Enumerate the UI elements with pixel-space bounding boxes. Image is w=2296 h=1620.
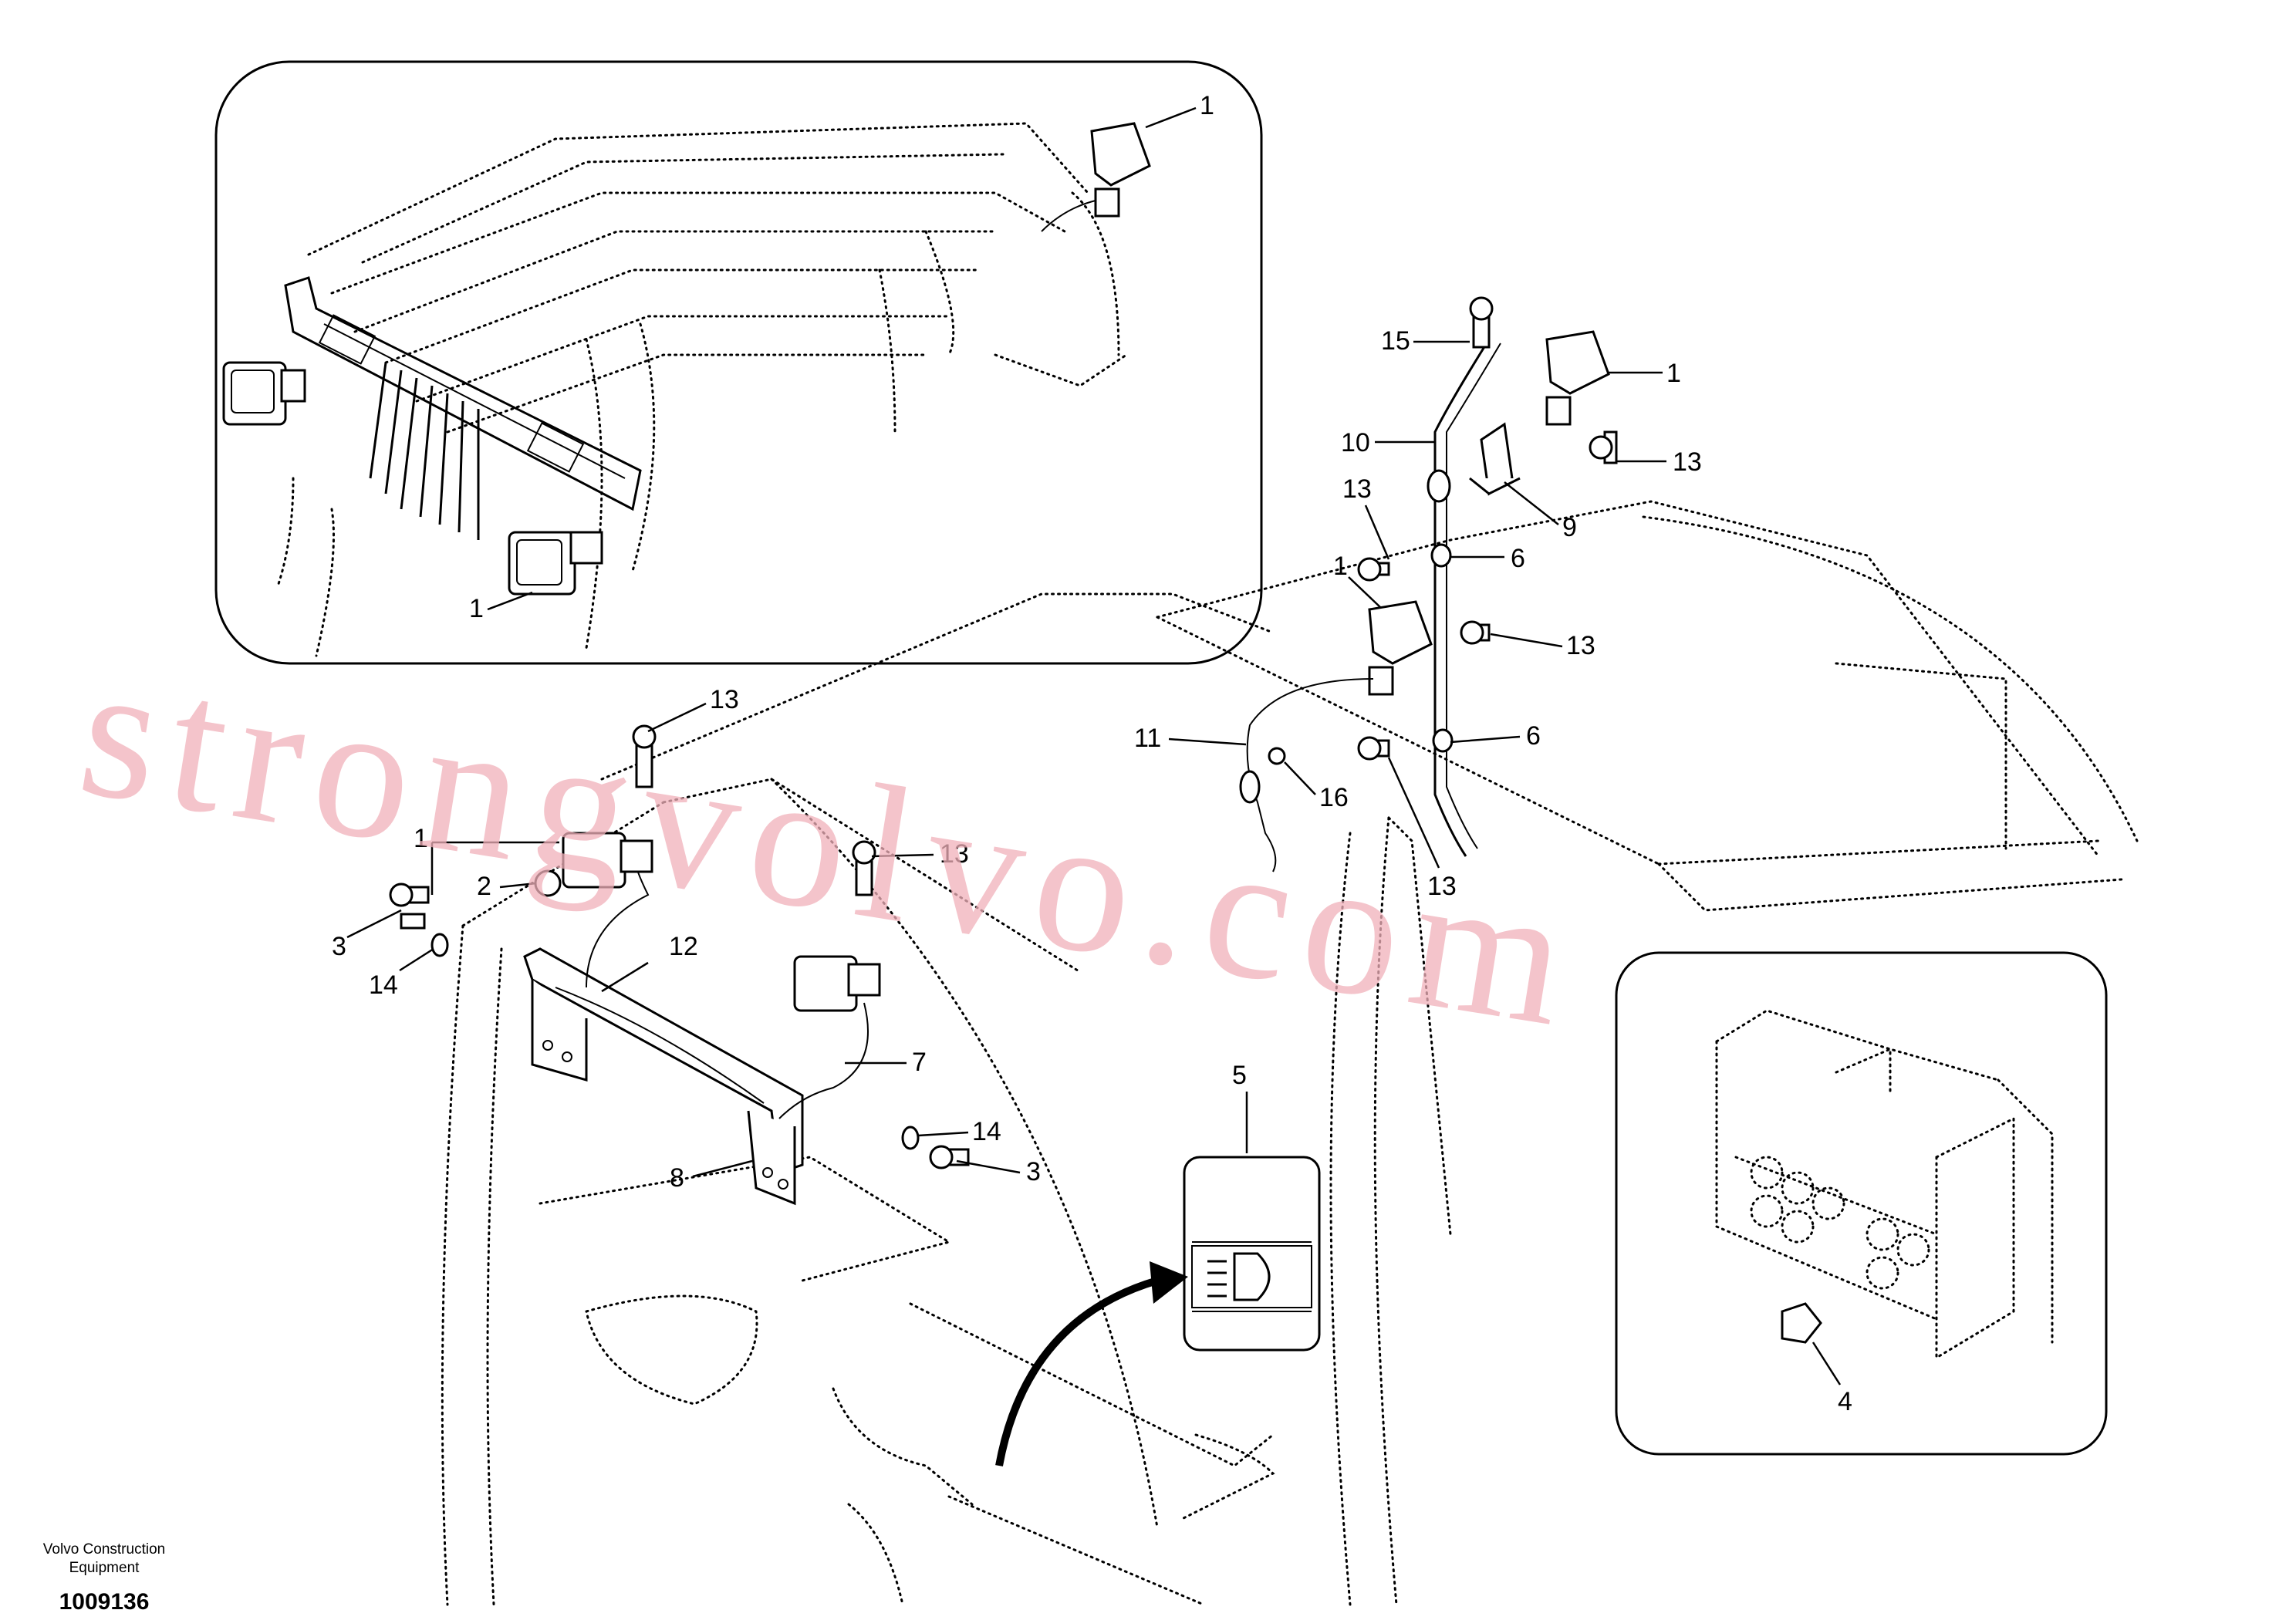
callout-14-right: 14 <box>972 1117 1001 1146</box>
callout-1-middle: 1 <box>1333 552 1348 581</box>
callout-4: 4 <box>1838 1387 1852 1416</box>
callout-5: 5 <box>1232 1061 1247 1090</box>
callout-15: 15 <box>1381 326 1410 356</box>
callout-1-inset-top: 1 <box>1200 91 1214 120</box>
footer: Volvo Construction Equipment 1009136 <box>43 1541 165 1615</box>
callout-1-bracket: 1 <box>414 824 428 853</box>
callout-1-top-right: 1 <box>1666 359 1681 388</box>
callout-10: 10 <box>1341 428 1370 457</box>
callout-3-right: 3 <box>1026 1157 1041 1186</box>
callout-12: 12 <box>669 932 698 961</box>
headlight-icon <box>1191 1245 1312 1308</box>
callout-13-center: 13 <box>940 839 969 869</box>
callout-9: 9 <box>1562 513 1577 542</box>
callout-13-top-right: 13 <box>1673 447 1702 477</box>
front-light-bracket <box>523 832 881 1206</box>
callout-6-upper: 6 <box>1511 544 1525 573</box>
inset-relay-box <box>1615 951 2108 1456</box>
callout-16: 16 <box>1319 783 1349 812</box>
callout-13-top-left: 13 <box>710 685 739 714</box>
drawing-number: 1009136 <box>59 1589 150 1615</box>
callout-14-left: 14 <box>369 970 398 1000</box>
callouts: 15 1 10 13 13 9 6 1 13 11 6 16 13 13 13 … <box>332 326 1852 1416</box>
callout-8: 8 <box>670 1163 684 1193</box>
callout-13-lower-right: 13 <box>1427 872 1457 901</box>
rear-light-harness <box>389 296 1618 1169</box>
callout-11: 11 <box>1134 724 1161 753</box>
inset-roof-lights: 1 1 <box>214 60 1263 665</box>
callout-7: 7 <box>912 1048 927 1077</box>
callout-13-right: 13 <box>1566 631 1595 660</box>
callout-2: 2 <box>477 872 491 901</box>
callout-13-mid-left: 13 <box>1342 474 1372 504</box>
callout-1-inset-bottom: 1 <box>469 594 484 623</box>
callout-3-left: 3 <box>332 932 346 961</box>
headlight-switch <box>995 1156 1321 1466</box>
callout-6-lower: 6 <box>1526 721 1541 751</box>
company-name-line2: Equipment <box>69 1560 140 1576</box>
company-name-line1: Volvo Construction <box>43 1541 165 1558</box>
